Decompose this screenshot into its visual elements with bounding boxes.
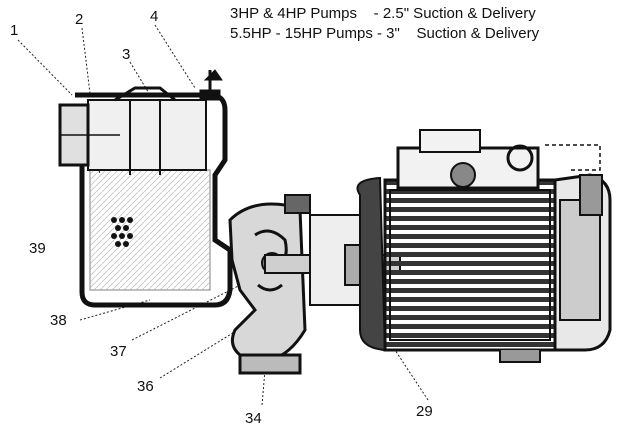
- part-number-3: 3: [122, 46, 131, 63]
- part-number-4: 4: [150, 8, 159, 25]
- part-number-1: 1: [10, 22, 19, 39]
- spec-line-large-pumps: 5.5HP - 15HP Pumps - 3" Suction & Delive…: [230, 25, 540, 42]
- part-number-39: 39: [29, 240, 46, 257]
- part-number-36: 36: [137, 378, 154, 395]
- part-number-29: 29: [416, 403, 433, 420]
- motor: [356, 129, 612, 363]
- spec-line-small-pumps: 3HP & 4HP Pumps - 2.5" Suction & Deliver…: [230, 5, 536, 22]
- strainer-tank: [58, 69, 233, 308]
- part-number-34: 34: [245, 410, 262, 427]
- pump-volute: [228, 194, 311, 375]
- part-number-38: 38: [50, 312, 67, 329]
- part-number-2: 2: [75, 11, 84, 28]
- part-number-37: 37: [110, 343, 127, 360]
